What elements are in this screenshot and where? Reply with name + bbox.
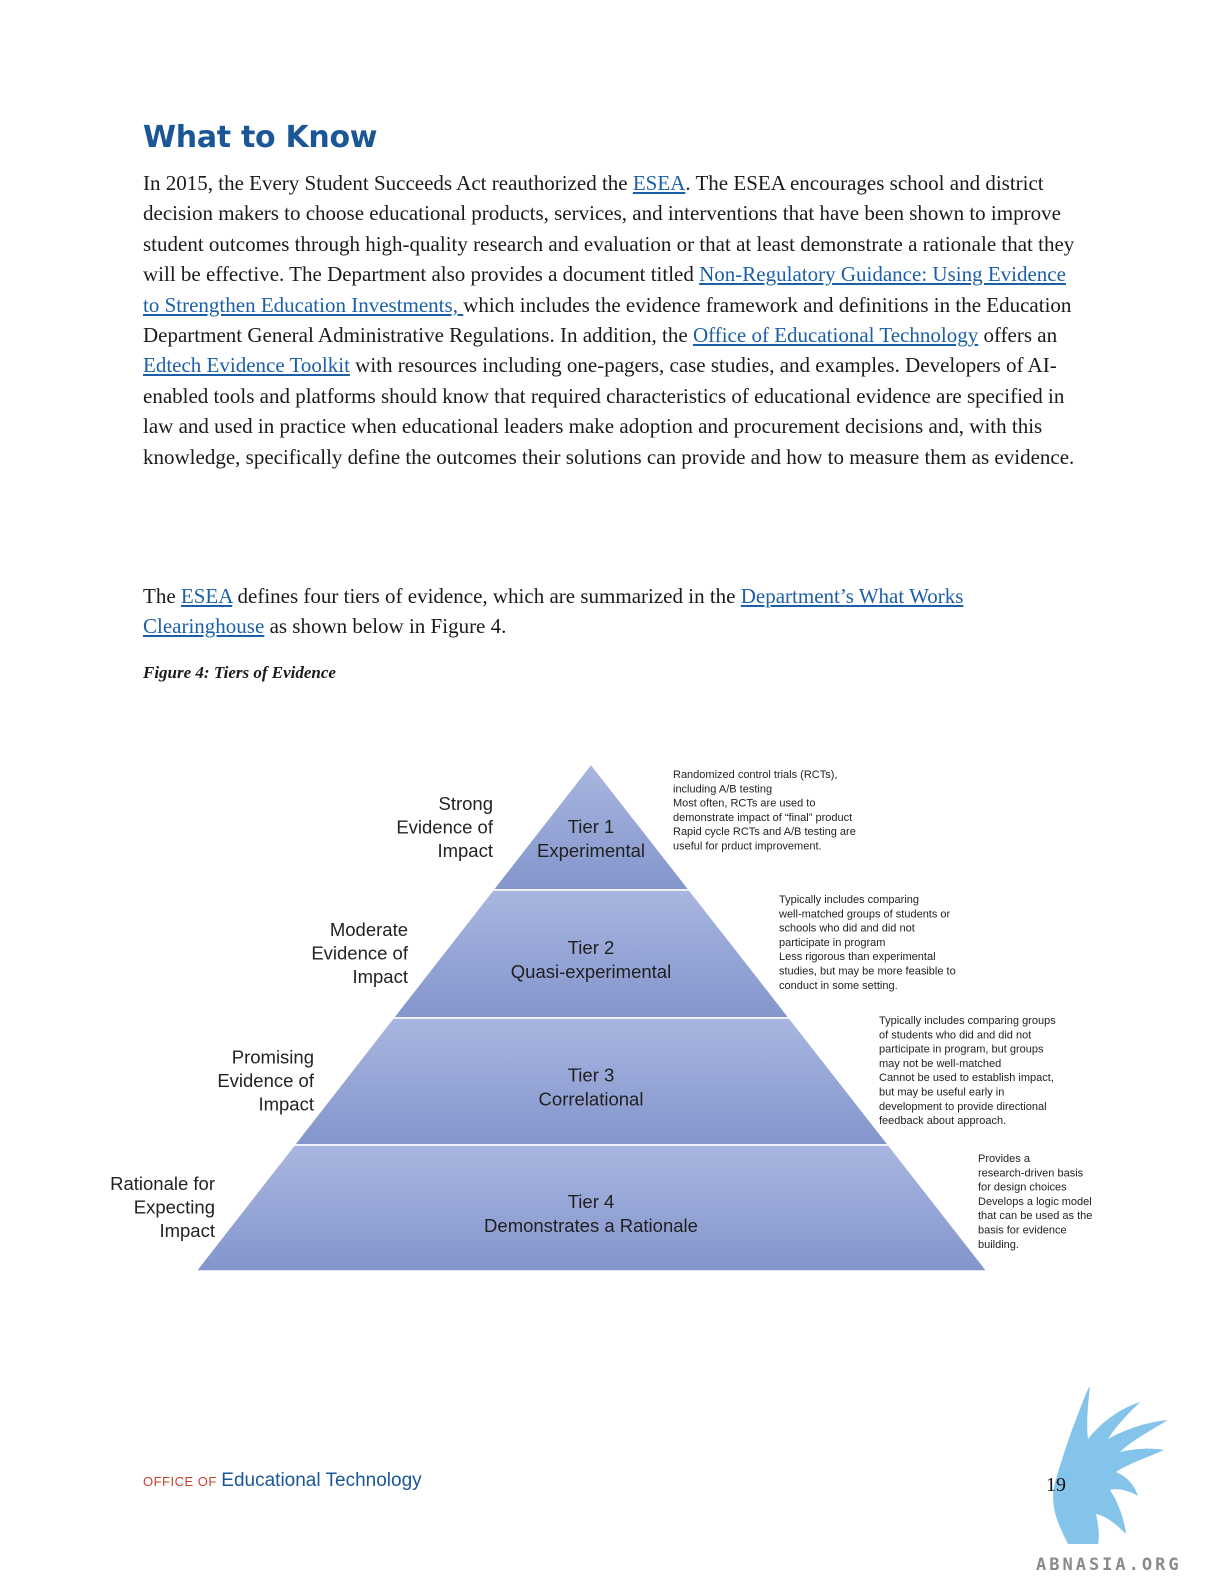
esea-link-2[interactable]: ESEA: [180, 584, 233, 608]
tier-4-description: for design choices: [978, 1182, 1067, 1194]
tier-3-description: participate in program, but groups: [879, 1044, 1044, 1056]
tier-4-evidence-label: Expecting: [134, 1197, 215, 1218]
para-text: defines four tiers of evidence, which ar…: [232, 584, 741, 608]
tier-4-type: Demonstrates a Rationale: [484, 1215, 698, 1236]
tier-4-evidence-label: Rationale for: [110, 1173, 215, 1194]
para-text: as shown below in Figure 4.: [264, 614, 507, 639]
tier-3-description: development to provide directional: [879, 1101, 1047, 1113]
footer-org-name: Educational Technology: [221, 1470, 422, 1491]
tier-3-evidence-label: Evidence of: [217, 1070, 315, 1091]
tier-3-description: of students who did and did not: [879, 1029, 1031, 1041]
tier-1-evidence-label: Evidence of: [396, 817, 494, 838]
tier-2-evidence-label: Impact: [352, 966, 408, 987]
tier-1-description: useful for prduct improvement.: [673, 841, 822, 853]
tier-2-description: studies, but may be more feasible to: [779, 966, 956, 978]
para-text: . The ESEA encourages school and distric…: [143, 171, 1075, 287]
tier-3-description: Cannot be used to establish impact,: [879, 1072, 1054, 1084]
page-heading: What to Know: [143, 120, 378, 155]
tier-3-description: may not be well-matched: [879, 1058, 1001, 1070]
tier-3-type: Correlational: [539, 1089, 644, 1110]
watermark-text: ABNASIA.ORG: [1036, 1555, 1182, 1575]
esea-link[interactable]: ESEA: [632, 171, 686, 195]
tier-3-evidence-label: Impact: [258, 1094, 314, 1115]
tier-4-name: Tier 4: [568, 1191, 615, 1212]
tier-4-evidence-label: Impact: [159, 1220, 215, 1241]
tier-4-description: building.: [978, 1239, 1019, 1251]
tier-1-name: Tier 1: [568, 816, 615, 837]
pyramid: [194, 762, 989, 1272]
tier-2-name: Tier 2: [568, 937, 615, 958]
wwc-link[interactable]: Department’s What Works Clearinghouse: [143, 584, 964, 639]
tier-2-description: conduct in some setting.: [779, 980, 898, 992]
figure-caption: Figure 4: Tiers of Evidence: [143, 663, 336, 682]
para-text: In 2015, the Every Student Succeeds Act …: [143, 171, 633, 195]
oet-link[interactable]: Office of Educational Technology: [692, 323, 979, 348]
toolkit-link[interactable]: Edtech Evidence Toolkit: [143, 353, 350, 378]
tier-1-type: Experimental: [537, 840, 645, 861]
para-text: with resources including one-pagers, cas…: [143, 353, 1075, 469]
tier-4-description: Develops a logic model: [978, 1196, 1092, 1208]
tier-2-evidence-label: Moderate: [330, 919, 408, 940]
para-text: The: [143, 584, 181, 608]
page-number: 19: [1046, 1474, 1066, 1496]
guidance-link[interactable]: Non-Regulatory Guidance: Using Evidence …: [143, 262, 1066, 317]
tier-2-evidence-label: Evidence of: [311, 943, 409, 964]
para-text: which includes the evidence framework an…: [143, 292, 1072, 348]
tier-1-description: Randomized control trials (RCTs),: [673, 769, 837, 781]
tier-4-description: basis for evidence: [978, 1225, 1067, 1237]
tier-1-evidence-label: Impact: [437, 840, 493, 861]
tier-3-evidence-label: Promising: [232, 1047, 314, 1068]
tier-1-description: Most often, RCTs are used to: [673, 798, 815, 810]
tier-4-description: that can be used as the: [978, 1210, 1092, 1222]
tier-3-description: feedback about approach.: [879, 1115, 1006, 1127]
tier-4-description: research-driven basis: [978, 1167, 1084, 1179]
tier-2-description: participate in program: [779, 937, 885, 949]
tier-1-description: including A/B testing: [673, 783, 772, 795]
tier-2-description: schools who did and did not: [779, 923, 915, 935]
tier-4-band: [194, 1144, 989, 1272]
intro-paragraph: In 2015, the Every Student Succeeds Act …: [143, 168, 1083, 472]
tier-1-description: demonstrate impact of “final” product: [673, 812, 852, 824]
tier-3-description: Typically includes comparing groups: [879, 1015, 1056, 1027]
footer-prefix: OFFICE OF: [143, 1474, 217, 1489]
tier-3-name: Tier 3: [568, 1065, 615, 1086]
tiers-paragraph: The ESEA defines four tiers of evidence,…: [143, 581, 1083, 642]
footer-org: OFFICE OF Educational Technology: [143, 1470, 422, 1492]
tier-4-description: Provides a: [978, 1153, 1031, 1165]
tier-1-evidence-label: Strong: [438, 793, 493, 814]
tier-2-description: well-matched groups of students or: [778, 908, 951, 920]
tier-2-description: Less rigorous than experimental: [779, 951, 936, 963]
tier-1-description: Rapid cycle RCTs and A/B testing are: [673, 826, 856, 838]
tier-2-type: Quasi-experimental: [511, 961, 671, 982]
griffin-icon: [1053, 1386, 1168, 1544]
para-text: offers an: [978, 323, 1058, 348]
tier-2-description: Typically includes comparing: [779, 894, 919, 906]
tier-3-description: but may be useful early in: [879, 1087, 1004, 1099]
